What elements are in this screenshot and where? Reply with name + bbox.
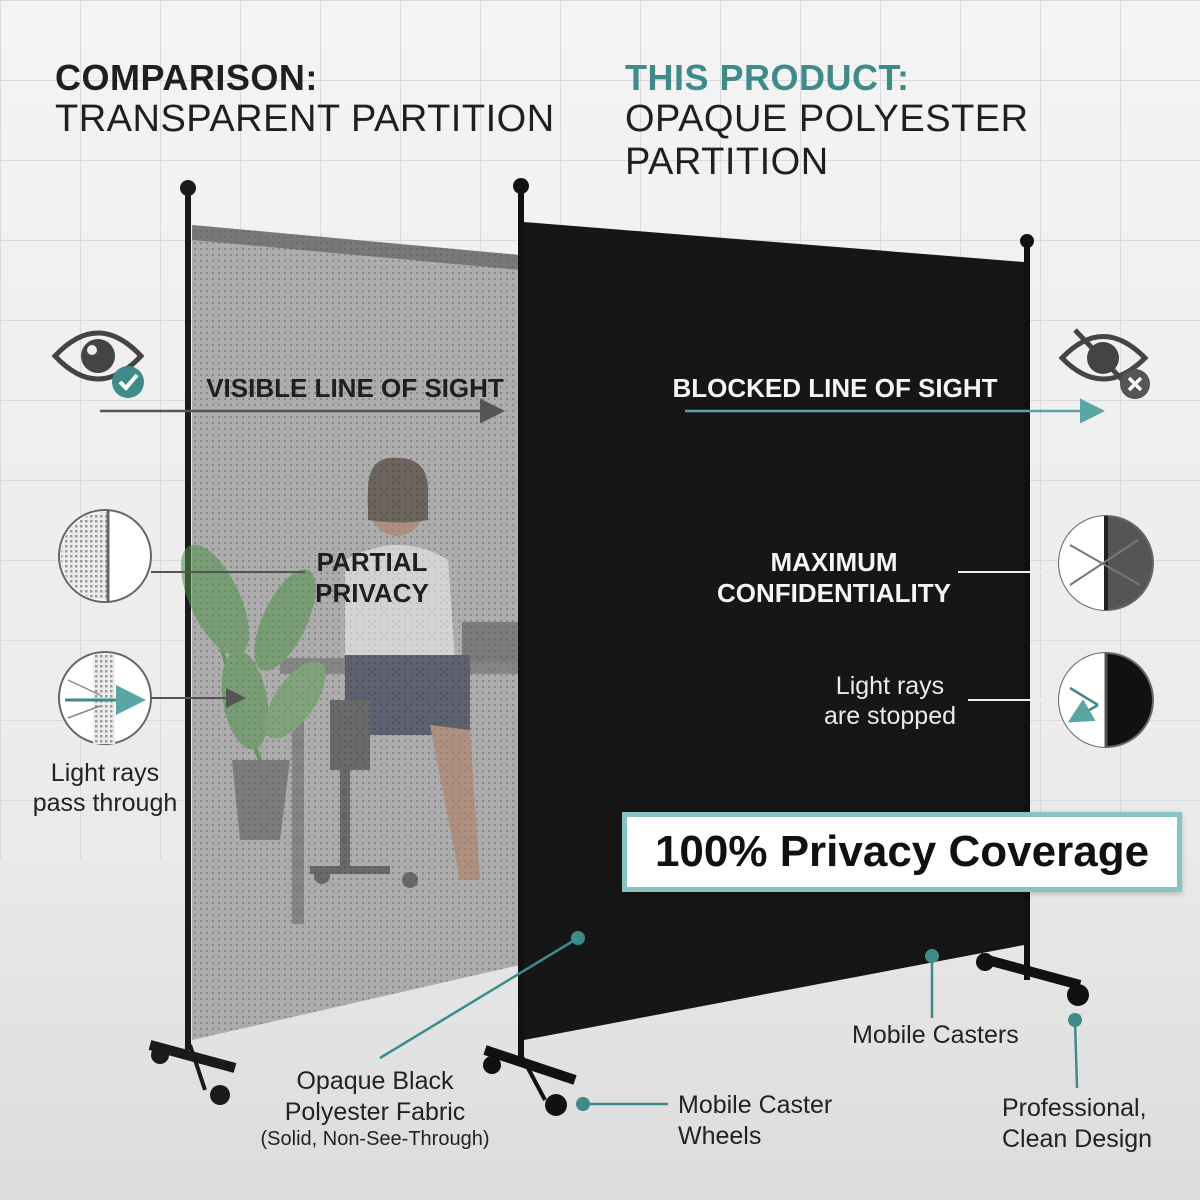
casters-callout: Mobile Casters — [852, 1021, 1019, 1049]
wheels-line1: Mobile Caster — [678, 1091, 833, 1119]
black-fabric-panel — [524, 222, 1024, 1040]
heading-left-title: COMPARISON: — [55, 57, 318, 98]
light-pass-label: Light rays pass through — [20, 758, 190, 818]
heading-left: COMPARISON: TRANSPARENT PARTITION — [55, 57, 555, 141]
callout-lines — [379, 931, 1082, 1111]
maximum-confidentiality-label: MAXIMUM CONFIDENTIALITY — [700, 547, 968, 609]
heading-right: THIS PRODUCT: OPAQUE POLYESTER PARTITION — [625, 57, 1200, 183]
wheels-callout: Mobile Caster Wheels — [678, 1090, 878, 1151]
mesh-texture-icon — [58, 509, 305, 603]
fabric-line1: Opaque Black — [296, 1067, 454, 1095]
light-stopped-line1: Light rays — [835, 672, 945, 700]
opaque-partition — [483, 178, 1089, 1116]
fabric-line3: (Solid, Non-See-Through) — [260, 1128, 490, 1150]
light-stopped-label: Light rays are stopped — [800, 671, 980, 731]
light-through-icon — [58, 651, 246, 745]
light-deflect-icon — [958, 515, 1154, 611]
fabric-line2: Polyester Fabric — [284, 1097, 466, 1126]
heading-right-subtitle: OPAQUE POLYESTER PARTITION — [625, 98, 1029, 183]
partial-privacy-line1: PARTIAL — [316, 547, 428, 577]
light-stopped-line2: are stopped — [823, 702, 957, 730]
heading-left-subtitle: TRANSPARENT PARTITION — [55, 98, 555, 141]
light-pass-line2: pass through — [32, 789, 178, 817]
blocked-sight-label: BLOCKED LINE OF SIGHT — [672, 373, 998, 403]
transparent-partition — [148, 180, 530, 1105]
partial-privacy-line2: PRIVACY — [315, 578, 429, 609]
design-callout: Professional, Clean Design — [1002, 1093, 1192, 1154]
fabric-callout: Opaque Black Polyester Fabric (Solid, No… — [240, 1066, 510, 1151]
confidentiality-line1: MAXIMUM — [770, 547, 898, 577]
visible-sight-label: VISIBLE LINE OF SIGHT — [206, 373, 504, 403]
privacy-coverage-banner: 100% Privacy Coverage — [622, 812, 1182, 892]
wheels-line2: Wheels — [678, 1121, 762, 1150]
design-line2: Clean Design — [1002, 1124, 1153, 1153]
design-line1: Professional, — [1002, 1094, 1147, 1122]
eye-check-icon — [51, 330, 145, 398]
light-stopped-icon — [968, 652, 1154, 748]
eye-crossed-icon — [1058, 328, 1150, 399]
heading-right-title: THIS PRODUCT: — [625, 57, 910, 98]
confidentiality-line2: CONFIDENTIALITY — [717, 578, 951, 609]
partial-privacy-label: PARTIAL PRIVACY — [292, 547, 452, 609]
light-pass-line1: Light rays — [50, 759, 160, 787]
